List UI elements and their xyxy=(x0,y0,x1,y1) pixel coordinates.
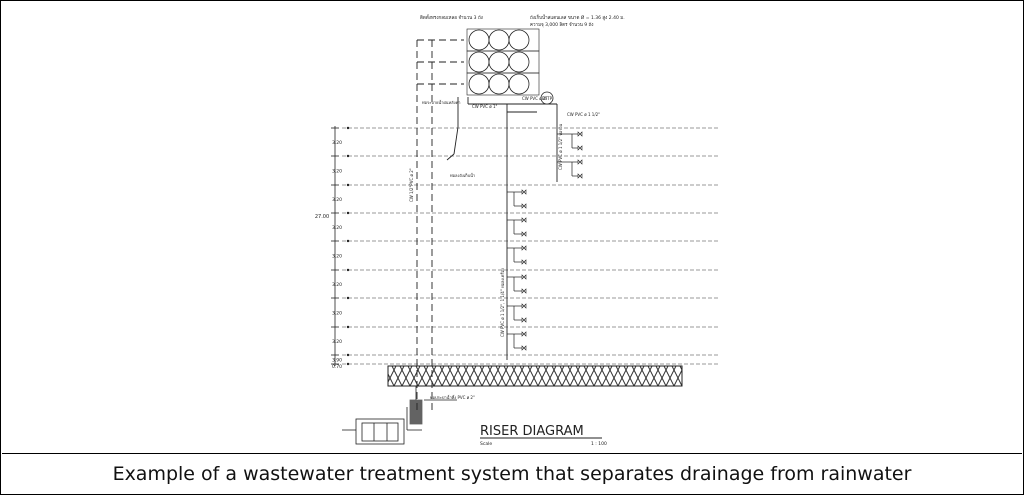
water-tank xyxy=(488,29,510,51)
valve-icon xyxy=(521,274,527,280)
treatment-tank xyxy=(342,386,457,445)
rainwater-pipes xyxy=(416,39,464,412)
floor-lines xyxy=(331,126,720,366)
water-tank xyxy=(508,73,530,95)
water-supply-pipes xyxy=(446,97,558,360)
fixture-branches xyxy=(507,131,583,351)
top-note-left: ติดตั้งทรงกลมเหลอ จำนวน 3 ถัง xyxy=(420,14,483,21)
valve-icon xyxy=(521,203,527,209)
valve-icon xyxy=(521,259,527,265)
pump-label: BSTP xyxy=(542,96,553,101)
water-tank xyxy=(488,51,510,73)
valve-icon xyxy=(577,173,583,179)
floor-height-label: 3.20 xyxy=(332,282,342,288)
total-height-label: 27.00 xyxy=(315,214,329,220)
valve-icon xyxy=(521,288,527,294)
valve-icon xyxy=(521,303,527,309)
level-marker xyxy=(346,183,350,187)
riser-right-label: CW PVC ø 1 1/2" ท่อรวม xyxy=(558,123,563,170)
valve-icon xyxy=(521,317,527,323)
riser-diagram-drawing: 3.20 3.20 3.20 3.20 3.20 3.20 3.20 3.20 3.900.70… xyxy=(315,13,720,447)
level-marker xyxy=(346,362,350,366)
floor-height-label: 3.90 xyxy=(332,358,342,364)
floor-height-labels: 3.20 3.20 3.20 3.20 3.20 3.20 3.20 3.20 3.900.70 xyxy=(332,140,342,370)
water-tank xyxy=(468,29,490,51)
valve-icon xyxy=(521,345,527,351)
valve-icon xyxy=(521,331,527,337)
floor-height-label: 3.20 xyxy=(332,225,342,231)
cw-right-label: CW PVC ø 1 1/2" xyxy=(567,112,600,117)
scale-label: Scale xyxy=(480,441,492,447)
water-tanks xyxy=(466,28,540,96)
water-tank xyxy=(508,51,530,73)
valve-icon xyxy=(577,159,583,165)
water-tank xyxy=(488,73,510,95)
valve-icon xyxy=(521,189,527,195)
water-tank xyxy=(468,73,490,95)
cw-top-label: CW PVC ø 2" xyxy=(522,96,547,101)
water-tank xyxy=(468,51,490,73)
pump-symbol xyxy=(540,91,554,105)
floor-height-label: 3.20 xyxy=(332,197,342,203)
cw-branch-label: CW PVC ø 1" xyxy=(472,104,497,109)
valve-icon xyxy=(521,245,527,251)
tank-row-frame xyxy=(466,72,540,96)
level-marker xyxy=(346,239,350,243)
floor-height-label: 3.20 xyxy=(332,311,342,317)
level-marker xyxy=(346,268,350,272)
left-note-1: ท่อระบายน้ำฝนหลังคา xyxy=(422,98,461,105)
water-tank xyxy=(508,29,530,51)
valve-icon xyxy=(521,231,527,237)
supply-label: ท่อประปาน้ำทิ้ง PVC ø 2" xyxy=(430,393,475,400)
level-marker xyxy=(346,296,350,300)
diagram-title: RISER DIAGRAM xyxy=(480,424,584,439)
top-note-right-2: ความจุ 3,000 ลิตร จำนวน 9 ถัง xyxy=(530,21,593,28)
riser-left-label: CW 1/2"PVC ø 2" xyxy=(409,168,414,202)
level-marker xyxy=(346,154,350,158)
level-marker xyxy=(346,211,350,215)
floor-height-label: 3.20 xyxy=(332,254,342,260)
floor-height-label: 3.20 xyxy=(332,140,342,146)
level-marker xyxy=(346,325,350,329)
top-note-right-1: ถังเก็บน้ำสแตนเลส ขนาด Ø = 1.36 สูง 2.40… xyxy=(530,13,625,21)
riser-mid-label: CW PVC ø 1 1/2", 1 1/4" ท่อลงเครื่อง xyxy=(500,268,505,337)
level-marker xyxy=(346,353,350,357)
scale-value: 1 : 100 xyxy=(591,441,607,447)
left-note-2: ท่อลงถังเก็บน้ำ xyxy=(450,171,475,178)
valve-icon xyxy=(521,217,527,223)
figure-caption: Example of a wastewater treatment system… xyxy=(112,463,912,485)
floor-height-label: 0.70 xyxy=(332,364,342,370)
valve-icon xyxy=(577,145,583,151)
valve-icon xyxy=(577,131,583,137)
level-marker xyxy=(346,126,350,130)
ground-slab xyxy=(387,365,683,387)
floor-height-label: 3.20 xyxy=(332,339,342,345)
floor-height-label: 3.20 xyxy=(332,169,342,175)
